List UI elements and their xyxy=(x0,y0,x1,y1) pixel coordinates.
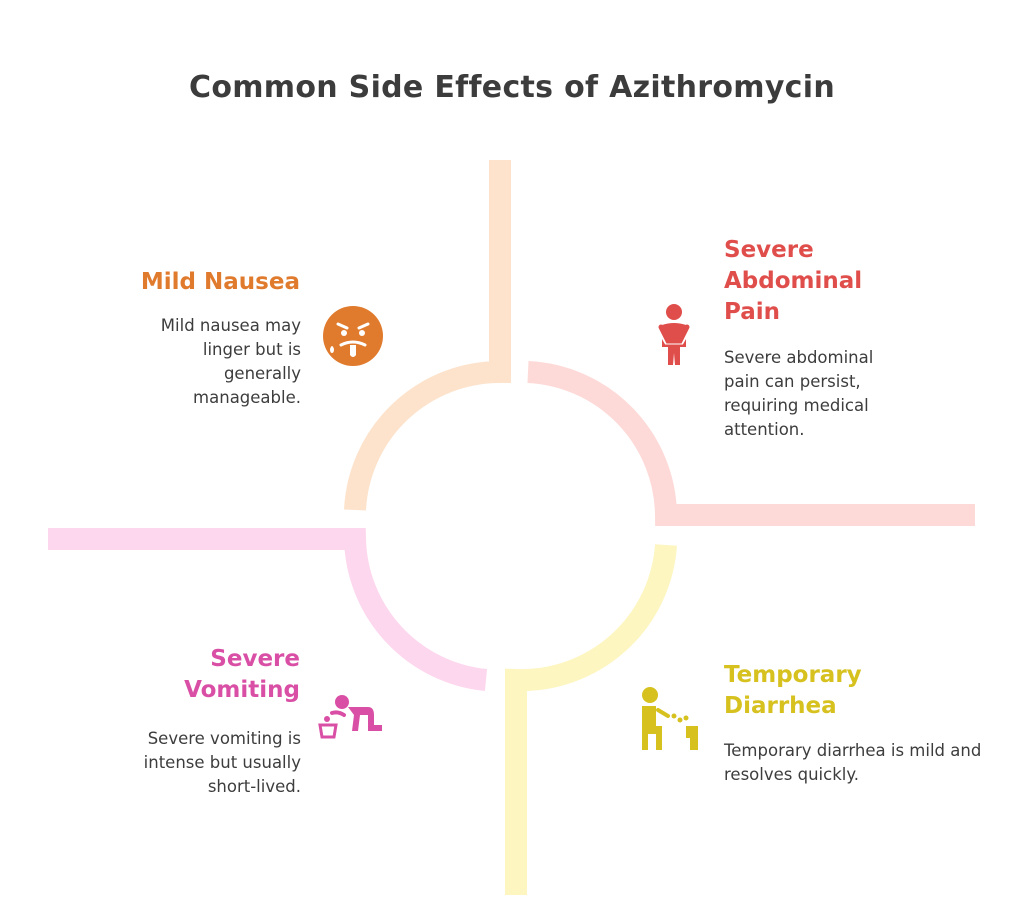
toilet-person-icon xyxy=(640,686,702,752)
mild-nausea-description: Mild nausea may linger but is generally … xyxy=(160,316,301,407)
severe-abdominal-pain-description: Severe abdominal pain can persist, requi… xyxy=(724,348,874,439)
page-title: Common Side Effects of Azithromycin xyxy=(189,70,835,105)
severe-vomiting-description: Severe vomiting is intense but usually s… xyxy=(143,729,301,796)
track-temporary-diarrhea xyxy=(505,544,677,895)
temporary-diarrhea-description: Temporary diarrhea is mild and resolves … xyxy=(724,741,982,784)
temporary-diarrhea-title: Temporary Diarrhea xyxy=(724,662,862,719)
mild-nausea-title: Mild Nausea xyxy=(140,269,300,295)
vomiting-person-icon xyxy=(318,693,384,743)
track-severe-abdominal-pain xyxy=(527,361,975,526)
severe-vomiting-title: Severe Vomiting xyxy=(184,646,300,703)
track-severe-vomiting xyxy=(48,528,488,691)
severe-abdominal-pain-title: Severe Abdominal Pain xyxy=(724,237,863,325)
track-mild-nausea xyxy=(344,160,511,511)
stomach-pain-person-icon xyxy=(652,303,696,369)
nauseated-face-icon xyxy=(322,305,384,367)
